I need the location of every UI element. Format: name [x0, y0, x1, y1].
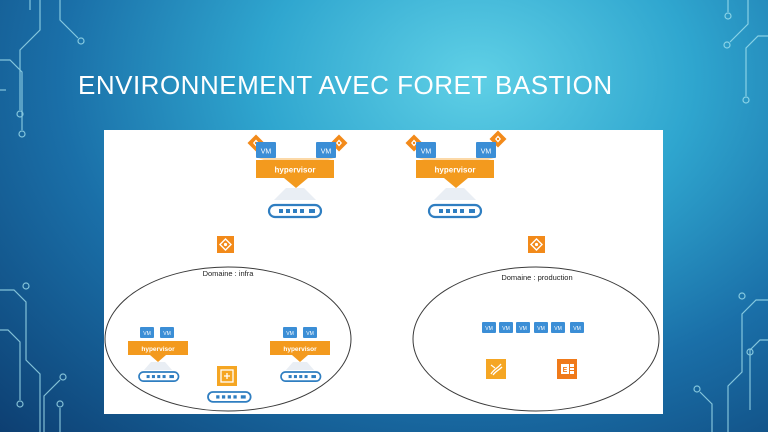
vm-icon: VM [551, 322, 565, 333]
hypervisor-label: hypervisor [275, 166, 316, 175]
vm-label: VM [481, 149, 492, 156]
vm-icon: VM [534, 322, 548, 333]
vm-label: VM [286, 331, 294, 337]
hypervisor-label: hypervisor [283, 346, 317, 353]
server-icon [267, 203, 323, 219]
domain-infra: Domaine : infra VM VM hypervisor VM [104, 236, 352, 412]
vm-label: VM [485, 326, 493, 332]
vm-icon: VM [316, 142, 336, 158]
host-top-left: VM VM hypervisor [247, 134, 348, 219]
management-console-icon [217, 366, 237, 386]
domain-boundary [104, 266, 352, 412]
vm-icon: VM [499, 322, 513, 333]
vm-label: VM [321, 149, 332, 156]
hypervisor-block: hypervisor [416, 160, 494, 188]
vm-icon: VM [476, 142, 496, 158]
svg-text:E: E [563, 367, 568, 374]
hypervisor-block: hypervisor [256, 160, 334, 188]
vm-icon: VM [482, 322, 496, 333]
hypervisor-block: hypervisor [270, 341, 330, 362]
server-icon [207, 391, 252, 403]
domain-label: Domaine : infra [203, 269, 255, 278]
domain-label: Domaine : production [501, 273, 572, 282]
server-icon [280, 371, 322, 382]
server-icon [138, 371, 180, 382]
diagram-panel: VM VM hypervisor VM [104, 130, 663, 414]
architecture-diagram: VM VM hypervisor VM [104, 130, 660, 412]
vm-label: VM [573, 326, 581, 332]
exchange-icon: E [557, 359, 577, 379]
hypervisor-connector [286, 362, 314, 370]
domain-controller-icon [217, 236, 234, 253]
slide-title: ENVIRONNEMENT AVEC FORET BASTION [78, 70, 613, 100]
domain-controller-icon [528, 236, 545, 253]
hypervisor-label: hypervisor [141, 346, 175, 353]
vm-label: VM [163, 331, 171, 337]
vm-icon: VM [303, 327, 317, 338]
hypervisor-connector [434, 188, 476, 200]
host-top-right: VM VM hypervisor [405, 130, 507, 219]
vm-label: VM [143, 331, 151, 337]
domain-production: Domaine : production VM VM VM VM VM VM E [412, 236, 660, 412]
vm-label: VM [554, 326, 562, 332]
vm-label: VM [519, 326, 527, 332]
vm-label: VM [306, 331, 314, 337]
vm-icon: VM [160, 327, 174, 338]
hypervisor-label: hypervisor [435, 166, 476, 175]
hypervisor-block: hypervisor [128, 341, 188, 362]
vm-icon: VM [416, 142, 436, 158]
vm-label: VM [502, 326, 510, 332]
vm-icon: VM [516, 322, 530, 333]
vm-icon: VM [283, 327, 297, 338]
vm-icon: VM [140, 327, 154, 338]
vm-label: VM [261, 149, 272, 156]
hypervisor-connector [274, 188, 316, 200]
server-icon [427, 203, 483, 219]
vm-label: VM [421, 149, 432, 156]
sql-server-icon [486, 359, 506, 379]
domain-boundary [412, 266, 660, 412]
vm-label: VM [537, 326, 545, 332]
vm-icon: VM [570, 322, 584, 333]
vm-icon: VM [256, 142, 276, 158]
hypervisor-connector [144, 362, 172, 370]
